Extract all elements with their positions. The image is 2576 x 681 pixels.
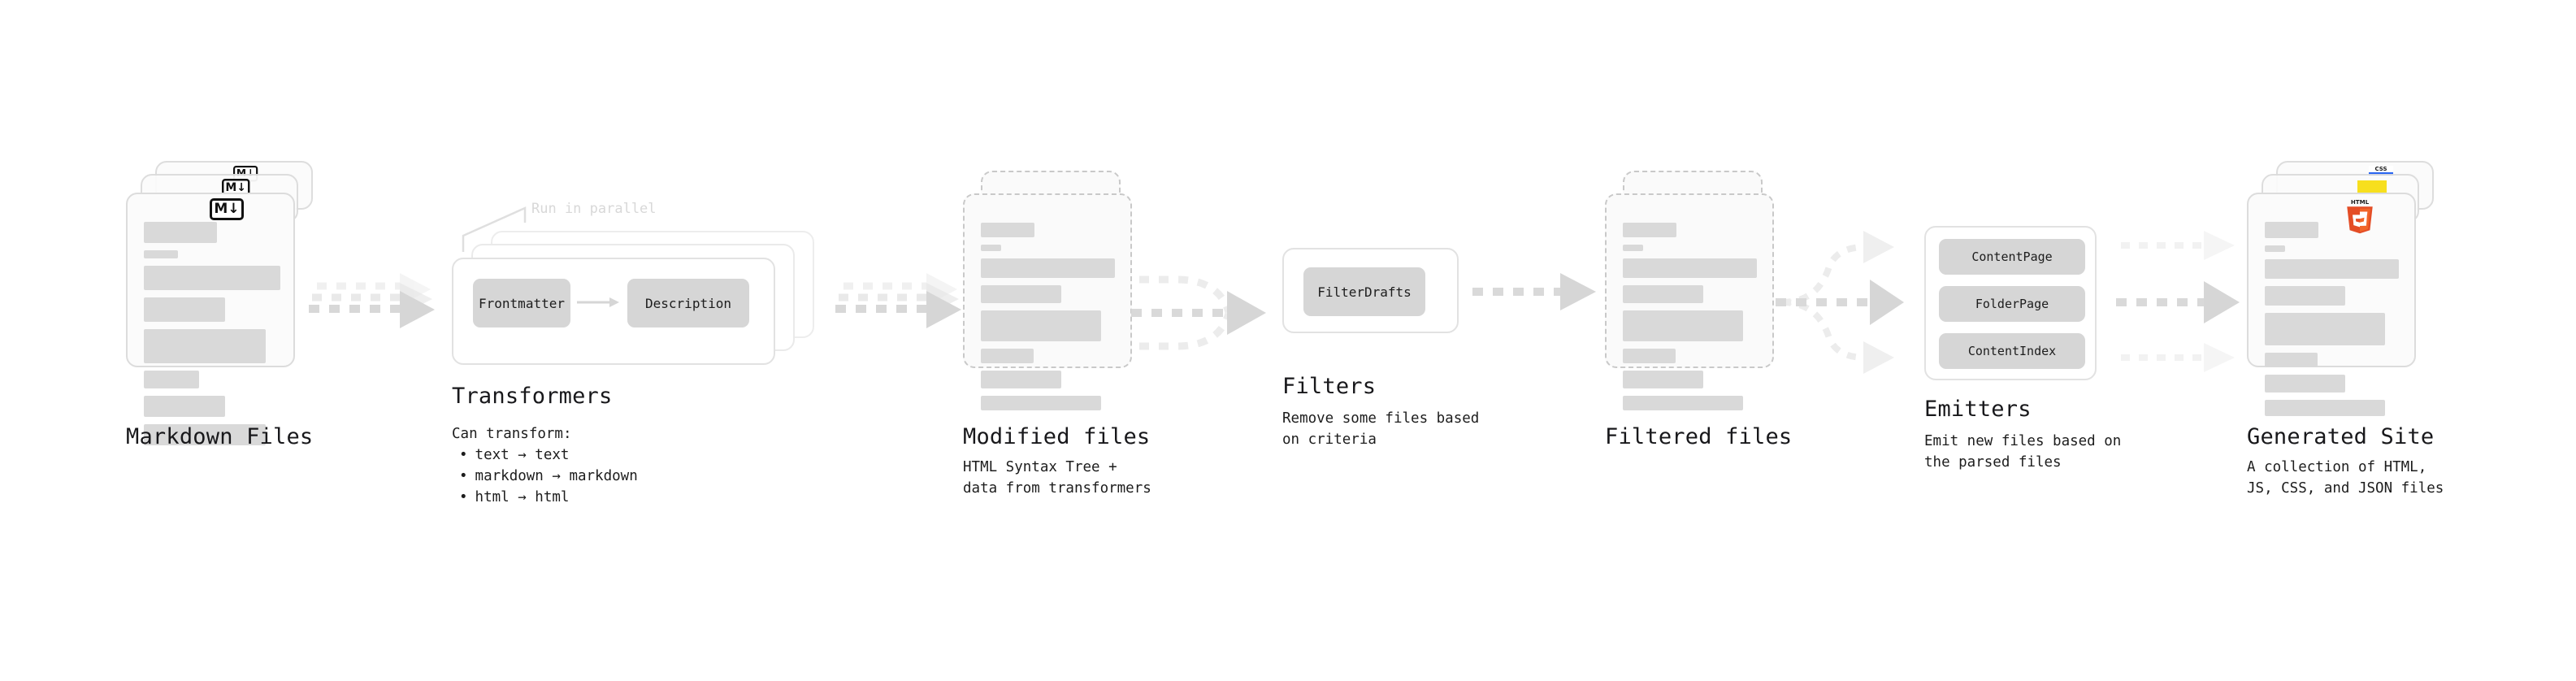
markdown-icon-letter: M <box>214 201 228 217</box>
emitters-chip-contentindex-label: ContentIndex <box>1967 344 2057 358</box>
modified-skeleton-bars <box>981 223 1116 418</box>
generated-site-subtitle: A collection of HTML, JS, CSS, and JSON … <box>2247 459 2444 497</box>
markdown-files-stack: M↓ M↓ M↓ <box>126 161 321 445</box>
skeleton-bar <box>1623 396 1743 410</box>
skeleton-bar <box>144 396 225 417</box>
site-skeleton-bars <box>2265 222 2400 423</box>
transformer-chip-frontmatter-label: Frontmatter <box>479 295 565 311</box>
skeleton-bar <box>981 371 1061 388</box>
markdown-card-front <box>126 193 295 445</box>
skeleton-bar <box>2265 313 2385 345</box>
skeleton-bar <box>144 329 266 363</box>
skeleton-bar <box>1623 223 1676 237</box>
conn-modified-to-filters <box>1131 262 1286 367</box>
run-in-parallel-label: Run in parallel <box>531 201 657 217</box>
filters-chip-filterdrafts[interactable]: FilterDrafts <box>1303 267 1425 316</box>
transformer-chip-frontmatter[interactable]: Frontmatter <box>473 279 570 327</box>
transformers-subtitle-lead: Can transform: <box>452 426 572 442</box>
site-card-front-html <box>2247 193 2416 416</box>
modified-card-front <box>963 193 1132 410</box>
transformers-subtitle-block: Can transform: text → text markdown → ma… <box>452 423 638 508</box>
filtered-card-front <box>1605 193 1774 410</box>
conn-transformers-to-modified <box>835 268 982 341</box>
markdown-icon-arrow: ↓ <box>246 168 254 179</box>
filters-group: FilterDrafts <box>1282 248 1459 333</box>
emitters-chip-contentpage-label: ContentPage <box>1971 249 2053 264</box>
modified-files-stack <box>963 171 1150 410</box>
skeleton-bar <box>144 297 225 322</box>
transformer-layer-front: Frontmatter Description <box>452 258 775 365</box>
transformer-chip-description[interactable]: Description <box>627 279 749 327</box>
conn-md-to-transformers <box>309 268 455 341</box>
transformers-title: Transformers <box>452 384 613 409</box>
transformer-inner-arrow-front <box>577 297 619 307</box>
markdown-icon-front: M↓ <box>210 198 244 220</box>
skeleton-bar <box>1623 245 1643 251</box>
skeleton-bar <box>2265 400 2385 416</box>
emitters-subtitle: Emit new files based on the parsed files <box>1924 433 2122 471</box>
filters-chip-filterdrafts-label: FilterDrafts <box>1317 284 1412 300</box>
skeleton-bar <box>144 424 266 445</box>
skeleton-bar <box>1623 371 1703 388</box>
transformers-bullet: html → html <box>459 487 638 508</box>
emitters-chip-folderpage-label: FolderPage <box>1975 297 2049 311</box>
modified-files-subtitle: HTML Syntax Tree + data from transformer… <box>963 459 1151 497</box>
filters-subtitle: Remove some files based on criteria <box>1282 410 1480 448</box>
skeleton-bar <box>1623 310 1743 341</box>
skeleton-bar <box>2265 222 2318 238</box>
skeleton-bar <box>2265 353 2318 367</box>
skeleton-bar <box>1623 349 1676 363</box>
skeleton-bar <box>1623 285 1703 303</box>
skeleton-bar <box>144 250 178 258</box>
skeleton-bar <box>981 223 1034 237</box>
transformers-bullet: text → text <box>459 445 638 466</box>
emitters-chip-folderpage[interactable]: FolderPage <box>1939 286 2085 322</box>
modified-files-title: Modified files <box>963 424 1151 449</box>
markdown-icon-arrow: ↓ <box>228 201 240 217</box>
transformer-chip-description-label: Description <box>645 295 731 311</box>
skeleton-bar <box>981 396 1101 410</box>
html5-icon: HTML <box>2344 198 2375 234</box>
filtered-skeleton-bars <box>1623 223 1758 418</box>
conn-filters-to-filtered <box>1472 273 1602 319</box>
markdown-skeleton-bars <box>144 222 280 453</box>
markdown-icon-arrow: ↓ <box>236 180 246 194</box>
run-in-parallel-bracket <box>462 202 551 258</box>
filters-title: Filters <box>1282 374 1377 399</box>
skeleton-bar <box>144 371 199 388</box>
markdown-icon-letter: M <box>225 180 236 194</box>
skeleton-bar <box>981 245 1001 251</box>
skeleton-bar <box>1623 258 1757 278</box>
skeleton-bar <box>2265 259 2399 279</box>
skeleton-bar <box>2265 286 2345 306</box>
skeleton-bar <box>144 266 280 290</box>
transformers-bullet: markdown → markdown <box>459 466 638 487</box>
conn-emitters-to-site <box>2116 231 2262 372</box>
generated-site-stack: CSS HTML <box>2247 161 2442 416</box>
skeleton-bar <box>981 349 1034 363</box>
skeleton-bar <box>2265 375 2345 393</box>
skeleton-bar <box>981 285 1061 303</box>
emitters-group: ContentPage FolderPage ContentIndex <box>1924 226 2097 380</box>
skeleton-bar <box>981 310 1101 341</box>
skeleton-bar <box>981 258 1115 278</box>
conn-filtered-to-emitters <box>1776 229 1930 375</box>
markdown-files-title: Markdown Files <box>126 424 314 449</box>
skeleton-bar <box>2265 245 2285 252</box>
filtered-files-title: Filtered files <box>1605 424 1793 449</box>
transformers-stack: Frontmatter Description <box>452 231 826 377</box>
emitters-title: Emitters <box>1924 397 2032 422</box>
emitters-chip-contentpage[interactable]: ContentPage <box>1939 239 2085 275</box>
svg-text:HTML: HTML <box>2351 198 2370 206</box>
filtered-files-stack <box>1605 171 1792 410</box>
css3-icon-label: CSS <box>2374 166 2387 172</box>
emitters-chip-contentindex[interactable]: ContentIndex <box>1939 333 2085 369</box>
skeleton-bar <box>144 222 217 243</box>
generated-site-title: Generated Site <box>2247 424 2435 449</box>
transformers-bullet-list: text → text markdown → markdown html → h… <box>459 445 638 508</box>
